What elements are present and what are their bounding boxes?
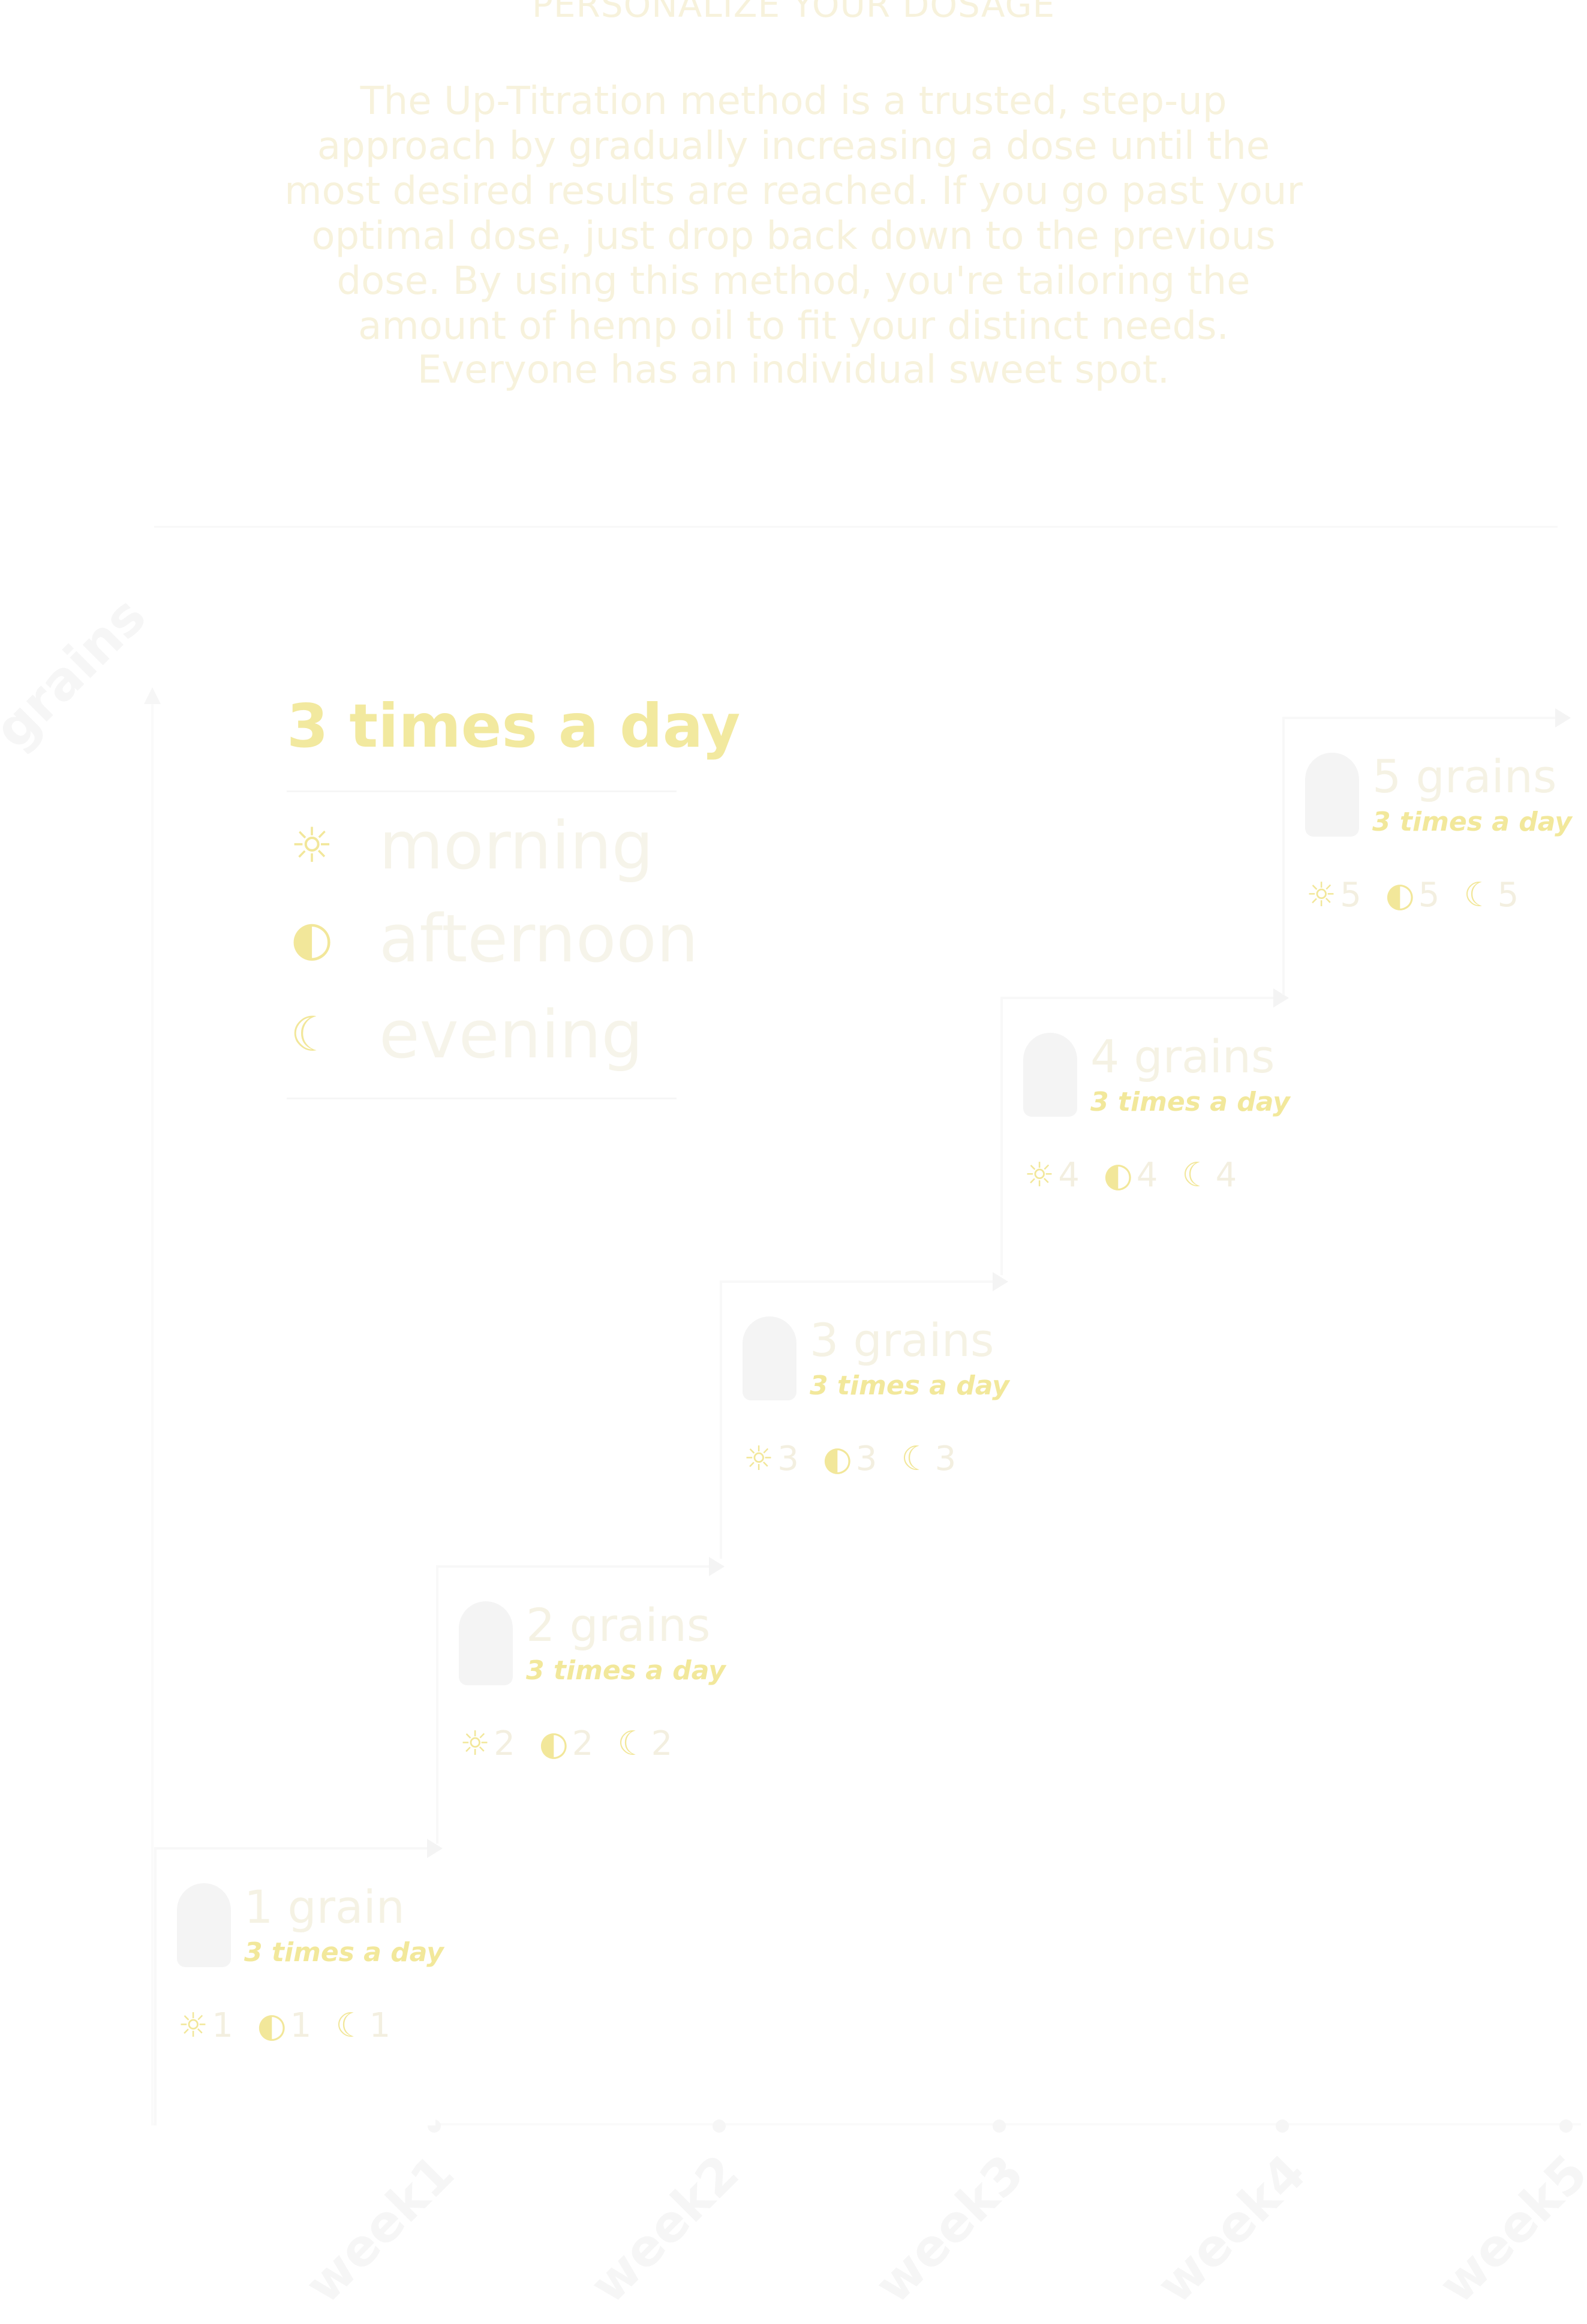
- dose-count: 2: [651, 1724, 673, 1763]
- step-dose-row: ☼4◐4☾4: [1024, 1156, 1261, 1195]
- capsule-icon: [743, 1316, 796, 1400]
- sun-icon: ☼: [290, 817, 333, 873]
- y-axis-label: grains: [0, 585, 158, 760]
- x-label-week3: week3: [864, 2143, 1035, 2315]
- step-grains: 2 grains: [526, 1598, 711, 1652]
- legend-bottom-rule: [287, 1098, 677, 1099]
- legend-item-afternoon: ◐ afternoon: [287, 900, 699, 977]
- dose-count: 3: [934, 1439, 957, 1478]
- dose-count: 1: [369, 2006, 391, 2045]
- x-tick: [1276, 2119, 1289, 2133]
- capsule-icon: [459, 1601, 513, 1685]
- step-dose-row: ☼5◐5☾5: [1306, 876, 1543, 915]
- x-tick: [713, 2119, 726, 2133]
- legend-label: morning: [379, 807, 654, 884]
- step-dose-row: ☼1◐1☾1: [178, 2006, 414, 2045]
- dose-count: 4: [1136, 1156, 1158, 1195]
- x-label-week4: week4: [1146, 2143, 1317, 2315]
- tagline: Everyone has an individual sweet spot.: [417, 348, 1170, 392]
- x-tick: [1559, 2119, 1573, 2133]
- step-frequency: 3 times a day: [526, 1655, 726, 1686]
- x-axis: [151, 2123, 1581, 2125]
- dose-count: 3: [855, 1439, 877, 1478]
- y-axis-arrow: [144, 687, 161, 704]
- x-tick: [993, 2119, 1006, 2133]
- capsule-icon: [177, 1883, 231, 1967]
- half-sun-icon: ◐: [539, 1724, 569, 1763]
- step-frequency: 3 times a day: [810, 1370, 1009, 1401]
- legend-top-rule: [287, 790, 677, 792]
- moon-stars-icon: ☾: [290, 1006, 333, 1062]
- step-frequency: 3 times a day: [244, 1937, 444, 1968]
- legend-item-evening: ☾ evening: [287, 996, 644, 1073]
- x-label-week5: week5: [1427, 2143, 1587, 2315]
- half-sun-icon: ◐: [257, 2006, 287, 2045]
- legend-label: afternoon: [379, 900, 699, 977]
- capsule-icon: [1023, 1033, 1077, 1117]
- legend-title: 3 times a day: [287, 691, 741, 761]
- x-label-week2: week2: [579, 2143, 750, 2315]
- dose-count: 1: [290, 2006, 312, 2045]
- dose-count: 2: [572, 1724, 594, 1763]
- moon-stars-icon: ☾: [1182, 1156, 1212, 1195]
- step-frequency: 3 times a day: [1372, 807, 1572, 837]
- dose-count: 1: [212, 2006, 233, 2045]
- intro-paragraph: The Up-Titration method is a trusted, st…: [284, 79, 1303, 348]
- section-divider: [154, 526, 1558, 528]
- moon-stars-icon: ☾: [335, 2006, 366, 2045]
- dose-count: 3: [777, 1439, 799, 1478]
- sun-icon: ☼: [178, 2006, 209, 2045]
- half-sun-icon: ◐: [291, 910, 333, 966]
- half-sun-icon: ◐: [1385, 876, 1415, 915]
- sun-icon: ☼: [744, 1439, 774, 1478]
- sun-icon: ☼: [1306, 876, 1337, 915]
- half-sun-icon: ◐: [1103, 1156, 1133, 1195]
- step-arrow: [709, 1557, 725, 1576]
- step-grains: 5 grains: [1372, 750, 1557, 803]
- dose-count: 4: [1215, 1156, 1237, 1195]
- step-grains: 1 grain: [244, 1880, 405, 1934]
- moon-stars-icon: ☾: [1463, 876, 1494, 915]
- half-sun-icon: ◐: [822, 1439, 852, 1478]
- capsule-icon: [1305, 753, 1359, 837]
- legend-label: evening: [379, 996, 644, 1073]
- step-dose-row: ☼3◐3☾3: [744, 1439, 980, 1478]
- dose-count: 4: [1058, 1156, 1080, 1195]
- moon-stars-icon: ☾: [617, 1724, 648, 1763]
- step-arrow: [993, 1272, 1008, 1291]
- y-axis: [151, 702, 154, 2124]
- dosage-step: [436, 1565, 717, 1844]
- x-label-week1: week1: [294, 2143, 465, 2315]
- step-dose-row: ☼2◐2☾2: [460, 1724, 696, 1763]
- page-title: PERSONALIZE YOUR DOSAGE: [531, 0, 1056, 25]
- step-grains: 4 grains: [1090, 1030, 1275, 1083]
- sun-icon: ☼: [460, 1724, 491, 1763]
- moon-stars-icon: ☾: [901, 1439, 931, 1478]
- dose-count: 2: [494, 1724, 515, 1763]
- step-frequency: 3 times a day: [1090, 1087, 1290, 1117]
- dose-count: 5: [1340, 876, 1361, 915]
- sun-icon: ☼: [1024, 1156, 1055, 1195]
- legend-item-morning: ☼ morning: [287, 807, 654, 884]
- dose-count: 5: [1418, 876, 1440, 915]
- step-arrow: [1555, 708, 1571, 727]
- step-grains: 3 grains: [810, 1313, 994, 1367]
- dose-count: 5: [1497, 876, 1519, 915]
